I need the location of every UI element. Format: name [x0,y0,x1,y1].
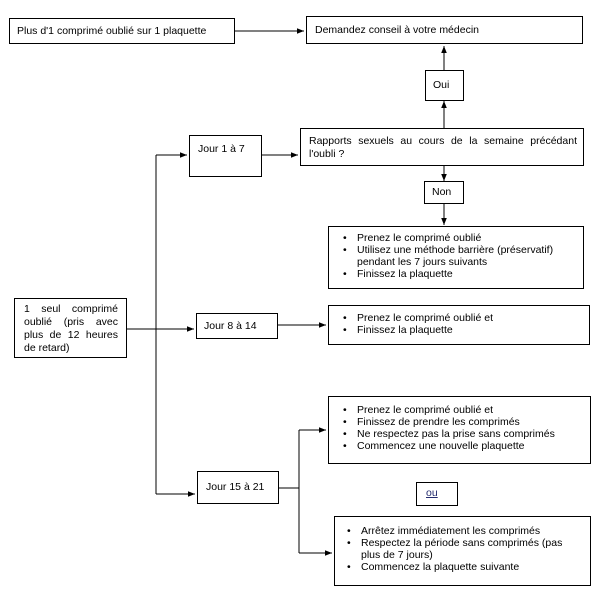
question-box: Rapports sexuels au cours de la semaine … [300,128,584,166]
oui-box: Oui [425,70,464,101]
instruction-item-continued: plus de 7 jours) [361,549,433,561]
start-line-2: oublié (pris avec [24,316,118,328]
instruction-item: Ne respectez pas la prise sans comprimés [337,428,587,440]
instruction-item: Commencez une nouvelle plaquette [337,440,587,452]
ask-doctor-box: Demandez conseil à votre médecin [306,16,583,44]
instructions-day-8-14: Prenez le comprimé oublié et Finissez la… [328,305,590,345]
start-line-1: 1 seul comprimé [24,303,118,315]
more-than-one-pill-text: Plus d'1 comprimé oublié sur 1 plaquette [17,25,207,37]
oui-text: Oui [433,79,450,91]
question-line-2: l'oubli ? [309,148,345,160]
start-line-3: plus de 12 heures [24,329,118,341]
or-box: ou [416,482,458,506]
instruction-item: Respectez la période sans comprimés (pas [341,537,587,549]
or-text: ou [426,487,438,499]
instruction-item: Finissez la plaquette [337,268,577,280]
instruction-item: Commencez la plaquette suivante [341,561,587,573]
question-line-1: Rapports sexuels au cours de la semaine … [309,135,577,147]
instruction-item: Utilisez une méthode barrière (préservat… [337,244,577,256]
instruction-item-continued: pendant les 7 jours suivants [357,256,488,268]
day-1-7-text: Jour 1 à 7 [198,143,245,155]
instruction-item: Prenez le comprimé oublié et [337,312,583,324]
non-box: Non [424,181,464,204]
non-text: Non [432,186,452,198]
ask-doctor-text: Demandez conseil à votre médecin [315,24,480,36]
instructions-day-15-21-option-a: Prenez le comprimé oublié et Finissez de… [328,396,591,464]
more-than-one-pill-box: Plus d'1 comprimé oublié sur 1 plaquette [9,18,235,44]
day-15-21-text: Jour 15 à 21 [206,481,265,493]
day-8-14-box: Jour 8 à 14 [196,313,278,339]
instruction-item: Prenez le comprimé oublié et [337,404,587,416]
day-15-21-box: Jour 15 à 21 [197,471,279,504]
day-1-7-box: Jour 1 à 7 [189,135,262,177]
instruction-item: Prenez le comprimé oublié [337,232,577,244]
instruction-item: Finissez la plaquette [337,324,583,336]
instruction-item: Finissez de prendre les comprimés [337,416,587,428]
start-line-4: de retard) [24,342,70,354]
day-8-14-text: Jour 8 à 14 [204,320,257,332]
instructions-day-15-21-option-b: Arrêtez immédiatement les comprimés Resp… [334,516,591,586]
single-pill-start-box: 1 seul comprimé oublié (pris avec plus d… [14,298,127,358]
instruction-item: Arrêtez immédiatement les comprimés [341,525,587,537]
instructions-day-1-7: Prenez le comprimé oublié Utilisez une m… [328,226,584,289]
